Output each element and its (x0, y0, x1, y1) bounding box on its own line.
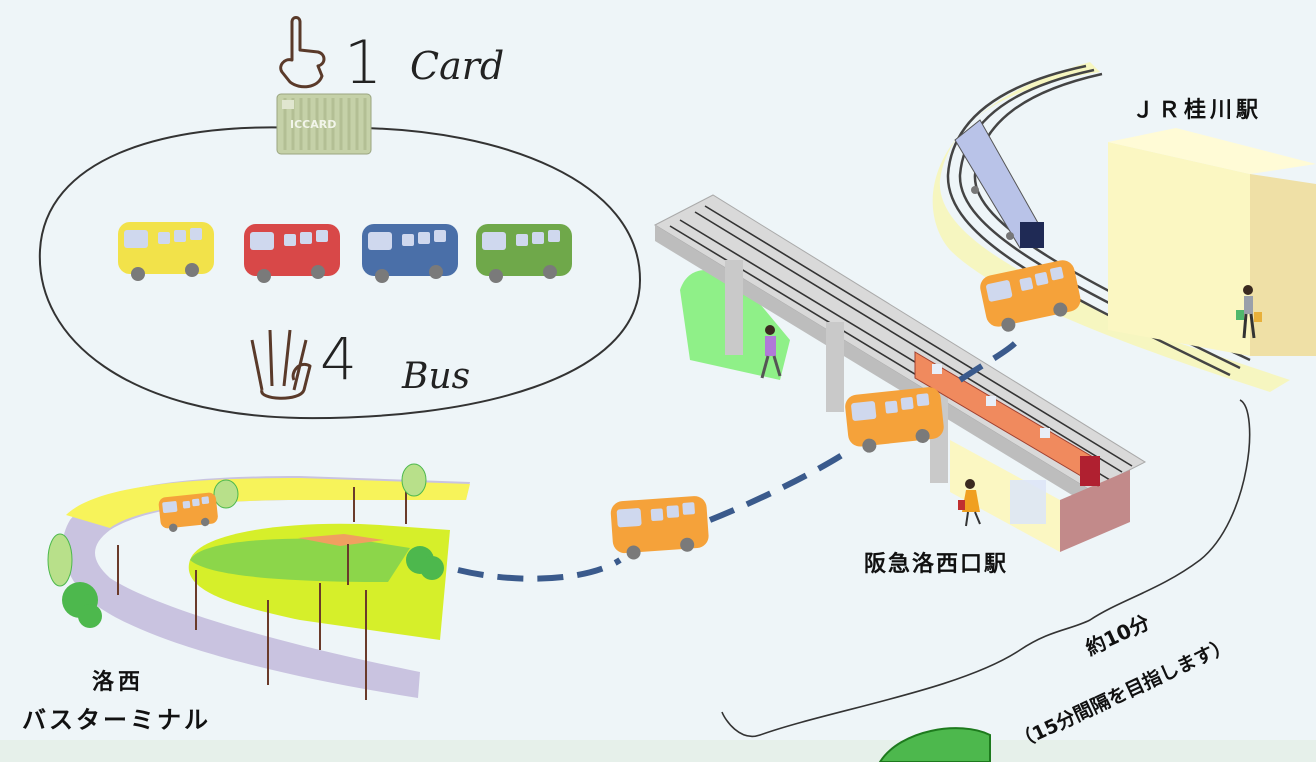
ic-card-icon (276, 93, 372, 155)
shopper-person (1236, 285, 1262, 339)
bus-red (244, 224, 340, 283)
group-ellipse (38, 126, 642, 420)
bus-count: 4 (320, 325, 357, 393)
ic-card-text: ICCARD (290, 118, 337, 131)
walking-person (760, 325, 782, 379)
bus-label: Bus (402, 356, 471, 397)
bus-blue (362, 224, 458, 283)
bus-route-dashed (457, 337, 1021, 582)
jr-building (1108, 128, 1316, 356)
hankyu-station-label: 阪急洛西口駅 (864, 552, 1009, 577)
bus-green (476, 224, 572, 283)
ground-strip (0, 740, 1316, 762)
hankyu-station-building (950, 440, 1130, 552)
bush (878, 727, 991, 762)
hand-four-icon (250, 329, 312, 400)
bus-yellow (118, 222, 214, 281)
hankyu-train (914, 351, 1100, 487)
card-label: Card (410, 44, 505, 88)
hand-one-icon (279, 16, 326, 89)
bus-orange-route (610, 495, 710, 561)
terminal-label-line2: バスターミナル (22, 706, 211, 734)
card-count: 1 (344, 28, 383, 98)
woman-person (958, 479, 981, 527)
bus-terminal (47, 463, 470, 700)
jr-station-label: ＪＲ桂川駅 (1132, 98, 1263, 123)
terminal-label-line1: 洛西 (92, 670, 145, 695)
interval-brace (721, 399, 1251, 738)
jr-train (954, 119, 1044, 249)
